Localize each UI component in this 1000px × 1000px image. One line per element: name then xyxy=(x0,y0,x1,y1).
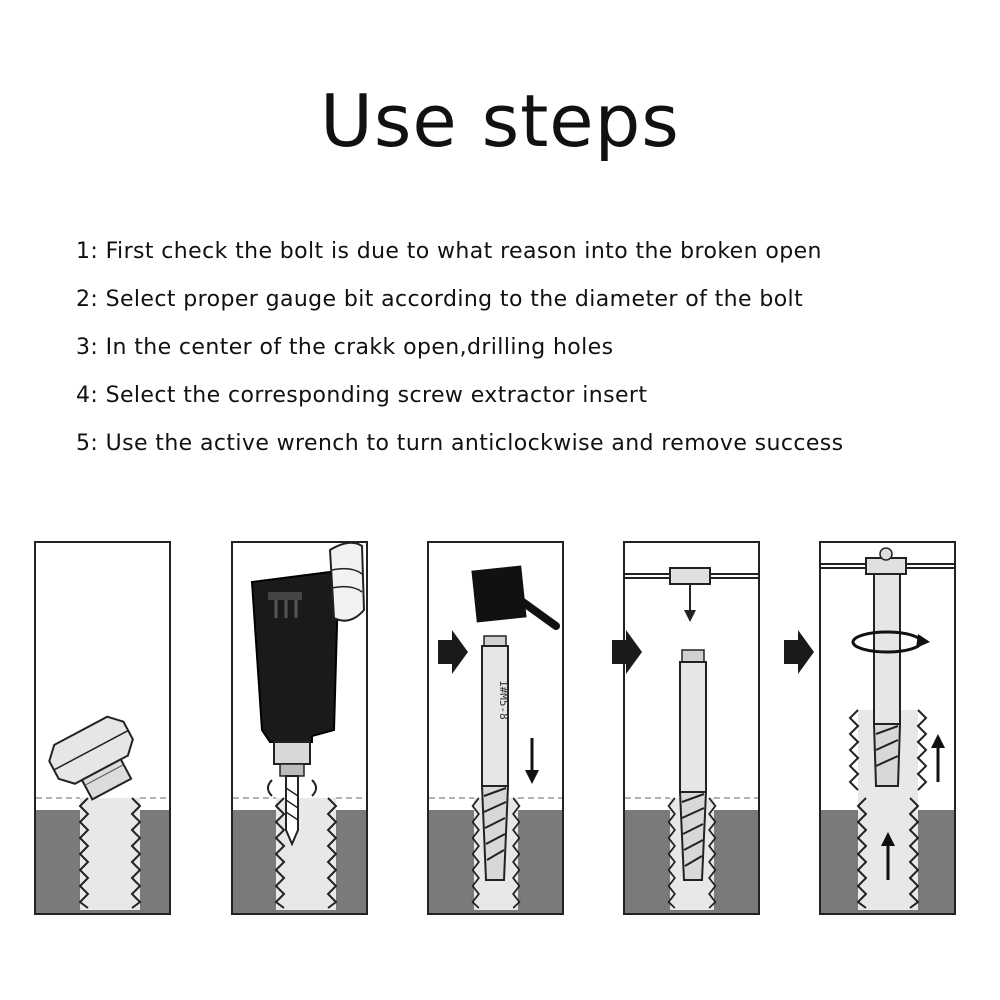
panel-3: 1#M5-8 xyxy=(427,541,564,915)
screw-extractor-2 xyxy=(678,649,708,881)
tap-wrench-icon xyxy=(625,567,758,622)
arrow-right-icon-3 xyxy=(784,630,814,674)
illustration-strip: 1#M5-8 xyxy=(0,530,1000,930)
panel-4 xyxy=(612,541,760,915)
drill-icon xyxy=(250,541,366,847)
arrow-up-icon xyxy=(931,734,945,782)
step-2: 2: Select proper gauge bit according to … xyxy=(76,287,804,312)
panel-2 xyxy=(231,541,368,915)
step-5: 5: Use the active wrench to turn anticlo… xyxy=(76,431,844,456)
broken-bolt-head xyxy=(48,715,134,801)
page-title: Use steps xyxy=(320,79,680,163)
panel-1 xyxy=(34,541,171,915)
step-3: 3: In the center of the crakk open,drill… xyxy=(76,335,614,360)
screw-extractor: 1#M5-8 xyxy=(480,635,510,881)
tap-wrench-icon-2 xyxy=(821,547,954,575)
step-4: 4: Select the corresponding screw extrac… xyxy=(76,383,648,408)
arrow-right-icon-2 xyxy=(612,630,642,674)
extractor-marking: 1#M5-8 xyxy=(497,680,510,720)
panel-5 xyxy=(784,541,956,915)
arrow-up-icon-2 xyxy=(881,832,895,880)
rotate-anticlockwise-icon xyxy=(851,630,930,654)
steps-list: 1: First check the bolt is due to what r… xyxy=(76,228,844,468)
arrow-right-icon xyxy=(438,630,468,674)
illustration-svg: 1#M5-8 xyxy=(34,541,956,915)
arrow-down-icon xyxy=(525,738,539,784)
step-1: 1: First check the bolt is due to what r… xyxy=(76,239,822,264)
screw-extractor-3 xyxy=(872,573,902,787)
hammer-icon xyxy=(471,565,560,630)
